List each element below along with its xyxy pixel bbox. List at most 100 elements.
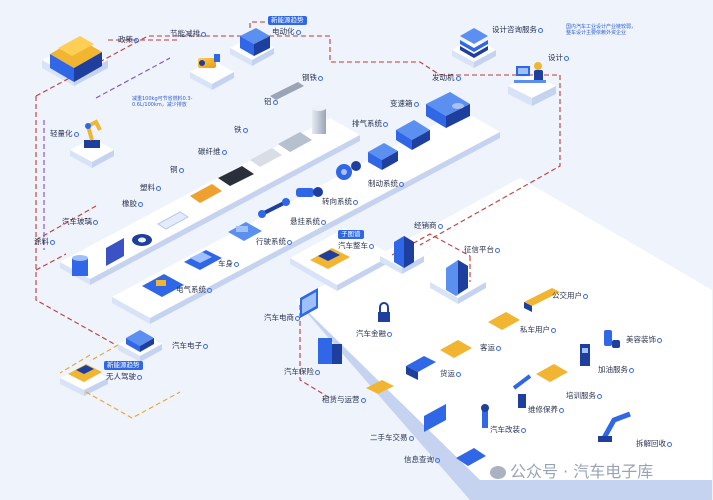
- label-electrical: 电气系统: [176, 286, 212, 294]
- label-brake: 制动系统: [368, 180, 404, 188]
- label-auto-finance: 汽车金融: [356, 330, 392, 338]
- label-steel: 钢铁: [302, 74, 323, 82]
- label-steering: 转向系统: [322, 198, 358, 206]
- label-autonomous: 无人驾驶: [106, 373, 142, 381]
- policy-board-icon: [50, 36, 102, 82]
- seat-icon: [604, 330, 620, 348]
- label-design: 设计: [548, 54, 569, 62]
- label-design-consulting: 设计咨询服务: [492, 26, 543, 34]
- label-auto-ecommerce: 汽车电商: [264, 314, 300, 322]
- drive-axle-icon: [228, 222, 262, 241]
- plastic-sheet-icon: [190, 184, 222, 203]
- copper-sheet-icon: [218, 166, 254, 186]
- label-distributor: 经销商: [414, 222, 443, 230]
- label-training: 培训服务: [566, 392, 602, 400]
- car-icon: [310, 248, 350, 269]
- gas-pump-icon: [580, 344, 590, 366]
- label-aluminum: 铝: [264, 98, 278, 106]
- badge-electrification-tag: 新能源趋势: [268, 16, 307, 26]
- label-copper: 铜: [170, 166, 184, 174]
- energy-saving-drone-icon: [198, 54, 220, 68]
- suspension-icon: [258, 198, 290, 218]
- jack-icon: [481, 404, 489, 428]
- watermark: 公众号 · 汽车电子库: [490, 458, 653, 482]
- transmission-icon: [396, 120, 430, 150]
- label-lightweight: 轻量化: [50, 130, 79, 138]
- label-transmission: 变速箱: [390, 100, 419, 108]
- label-body: 车身: [218, 260, 239, 268]
- label-leasing: 租赁与运营: [322, 396, 366, 404]
- route-red-right: [391, 233, 471, 282]
- platform-parts-strip: [112, 110, 500, 324]
- paint-bucket-icon: [72, 255, 88, 276]
- label-policy: 政策: [118, 36, 139, 44]
- rubber-tire-icon: [132, 234, 152, 246]
- label-suspension: 悬挂系统: [290, 218, 326, 226]
- exhaust-pipe-icon: [368, 143, 398, 170]
- badge-autonomous-tag: 新能源趋势: [104, 361, 143, 371]
- label-evaluation: 征信平台: [464, 246, 500, 254]
- wrench-icon: [512, 374, 532, 408]
- label-private-user: 私车用户: [520, 326, 556, 334]
- motherboard-icon: [142, 274, 184, 297]
- brake-gear-icon: [336, 161, 361, 180]
- label-auto-electronics: 汽车电子: [172, 342, 208, 350]
- electrification-server-icon: [240, 28, 270, 56]
- label-iron: 铁: [234, 126, 248, 134]
- route-lines: [35, 21, 561, 419]
- label-info-query: 信息查询: [404, 456, 440, 464]
- lock-icon: [378, 302, 390, 322]
- label-auto-insurance: 汽车保险: [284, 368, 320, 376]
- note-design: 国内汽车工业设计产业链较弱，整车设计主要依赖外资企业: [566, 24, 637, 37]
- truck-icon: [406, 356, 436, 380]
- wechat-icon: [490, 466, 506, 479]
- label-freight: 货运: [440, 370, 461, 378]
- used-car-board-icon: [424, 404, 446, 432]
- engine-icon: [426, 92, 470, 128]
- icons: [50, 28, 631, 466]
- label-used-car: 二手车交易: [370, 434, 414, 442]
- label-auto-glass: 汽车玻璃: [62, 218, 98, 226]
- robot-arm-icon: [598, 411, 631, 442]
- evaluation-tower-icon: [446, 260, 468, 296]
- designer-desk-icon: [514, 62, 546, 83]
- aluminum-cylinder-icon: [312, 105, 326, 134]
- distributor-building-icon: [394, 236, 414, 268]
- steering-icon: [296, 187, 323, 197]
- label-maintenance: 维修保养: [528, 406, 564, 414]
- label-modification: 汽车改装: [490, 426, 526, 434]
- car-icon: [488, 312, 520, 330]
- car-icon: [440, 340, 472, 358]
- route-purple: [43, 57, 171, 250]
- label-refuel: 加油服务: [598, 366, 634, 374]
- chip-icon: [126, 330, 154, 352]
- label-exhaust: 排气系统: [352, 120, 388, 128]
- route-orange-lower: [59, 344, 181, 419]
- car-icon: [536, 364, 568, 382]
- carbon-fiber-sheet-icon: [250, 148, 282, 167]
- label-beauty: 美容装饰: [626, 336, 662, 344]
- robot-arm-icon: [84, 119, 102, 148]
- label-passenger: 客运: [480, 344, 501, 352]
- route-red-side: [35, 205, 97, 271]
- label-rubber: 橡胶: [122, 200, 143, 208]
- car-icon: [184, 250, 222, 270]
- label-coating: 涂料: [34, 238, 55, 246]
- design-consulting-stack-icon: [460, 28, 488, 58]
- label-vehicle: 汽车整车: [338, 242, 374, 250]
- bus-icon: [524, 288, 560, 312]
- route-red-main: [35, 35, 561, 346]
- label-electrification: 电动化: [272, 28, 301, 36]
- steel-beam-icon: [270, 82, 304, 100]
- label-carbon-fiber: 碳纤维: [198, 148, 227, 156]
- ecommerce-screen-icon: [300, 288, 318, 318]
- glass-pane-icon: [106, 211, 189, 266]
- leasing-cash-icon: [366, 380, 394, 394]
- route-red-bottom: [299, 305, 331, 399]
- label-engine: 发动机: [432, 74, 461, 82]
- auto-insurance-building-icon: [318, 338, 342, 364]
- label-plastic: 塑料: [140, 184, 161, 192]
- label-energy-saving: 节能减排: [170, 30, 206, 38]
